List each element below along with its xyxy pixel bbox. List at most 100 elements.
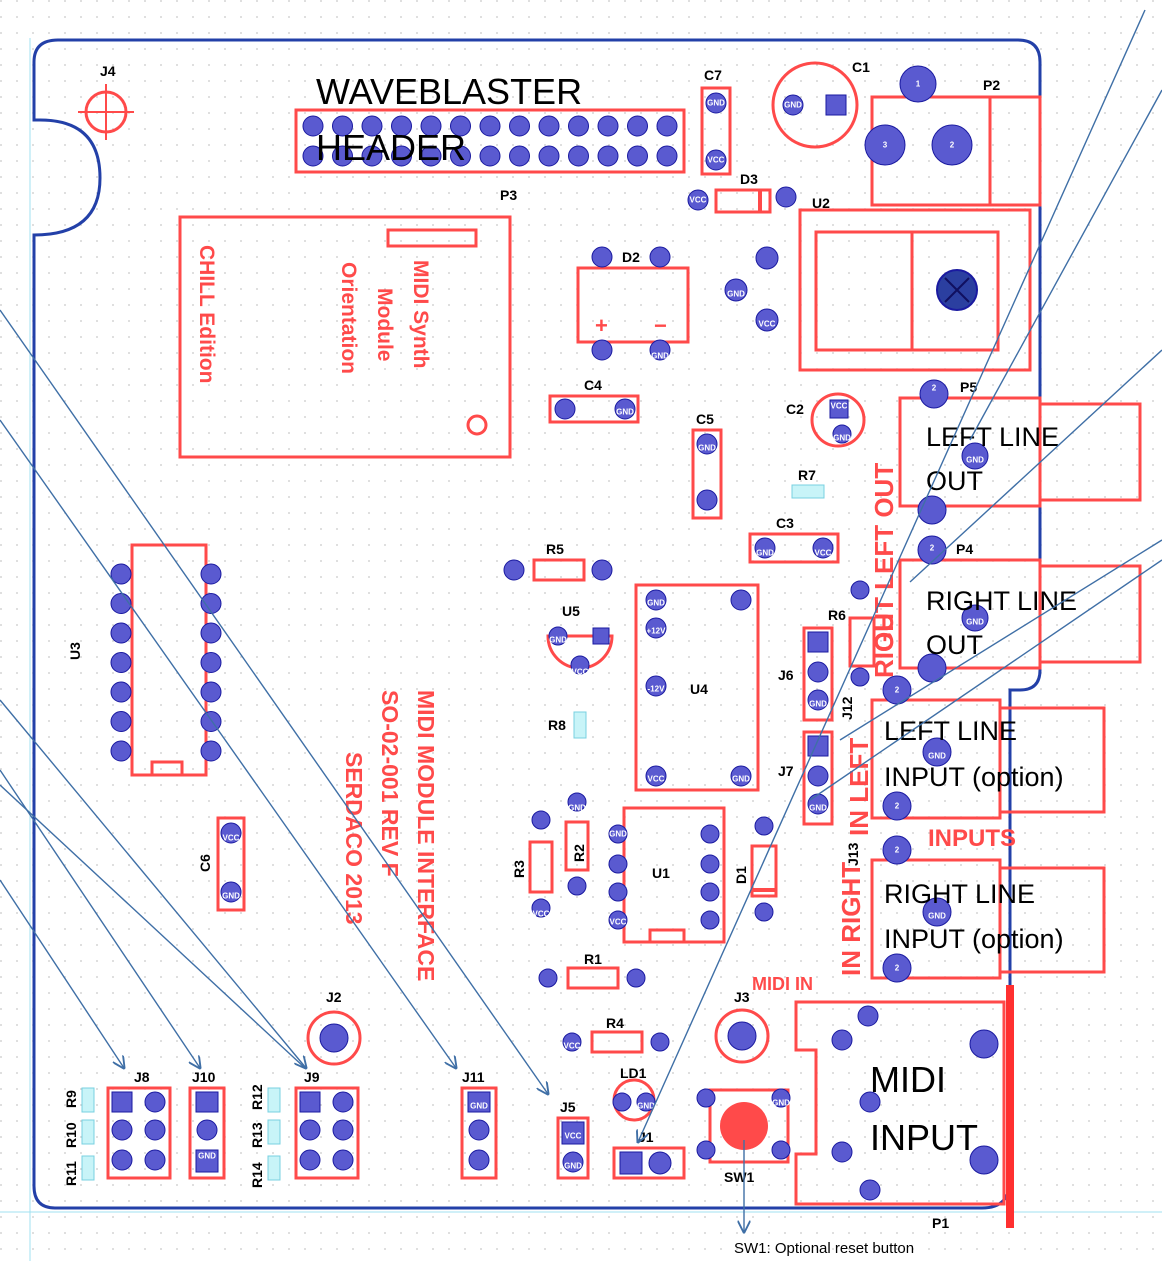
caption-midi-input: INPUT (870, 1117, 978, 1158)
silk-title-3: SERDACO 2013 (341, 752, 367, 925)
header-pad (361, 145, 383, 167)
silk-orientation-1: MIDI Synth (409, 260, 432, 369)
ref-j7: J7 (778, 763, 794, 779)
header-pad (479, 115, 501, 137)
jack-p5: 2 GND P5 (898, 379, 1142, 525)
ref-j10: J10 (192, 1069, 216, 1085)
ref-r2: R2 (571, 844, 587, 862)
ref-j12: J12 (839, 696, 855, 720)
svg-text:GND: GND (198, 1152, 216, 1161)
ref-r1: R1 (584, 951, 602, 967)
header-pad (509, 115, 530, 137)
ref-j8: J8 (134, 1069, 150, 1085)
bridge-d2: GND + − D2 (576, 246, 690, 361)
svg-text:GND: GND (732, 775, 750, 784)
diode-d3: VCC D3 (687, 171, 797, 214)
header-pad (479, 145, 501, 167)
svg-text:VCC: VCC (708, 156, 725, 165)
ref-p1: P1 (932, 1215, 949, 1231)
ref-p2: P2 (983, 77, 1000, 93)
mounting-hole-j2: J2 (306, 989, 362, 1066)
ic-pad (200, 681, 222, 703)
jack-right-input: 2 GND 2 (870, 835, 1106, 983)
svg-text:GND: GND (772, 1099, 790, 1108)
ref-d3: D3 (740, 171, 758, 187)
header-pad (538, 115, 560, 137)
svg-text:R14: R14 (249, 1162, 265, 1188)
header-pad (656, 145, 678, 167)
resistor-r6: R6 (828, 580, 876, 687)
caption-right-line-input-2: INPUT (option) (884, 924, 1064, 954)
header-pad (420, 115, 442, 137)
svg-text:GND: GND (833, 434, 851, 443)
svg-text:2: 2 (950, 141, 955, 150)
caption-right-line-out-1: RIGHT LINE (926, 586, 1077, 616)
svg-text:VCC: VCC (564, 1042, 581, 1051)
header-pad (568, 115, 589, 137)
ref-r3: R3 (511, 860, 527, 878)
resistors-r9-r11: R9 R10 R11 (63, 1087, 95, 1186)
ic-pad (110, 740, 132, 762)
svg-text:2: 2 (895, 846, 900, 855)
ic-pad (110, 593, 132, 614)
svg-text:R12: R12 (249, 1084, 265, 1110)
header-pad (450, 145, 471, 167)
ref-r8: R8 (548, 717, 566, 733)
svg-text:+12V: +12V (647, 627, 667, 636)
resistor-r5: R5 (503, 541, 613, 582)
caption-left-line-input-2: INPUT (option) (884, 762, 1064, 792)
ref-j11: J11 (462, 1069, 485, 1085)
svg-text:VCC: VCC (759, 320, 776, 329)
svg-text:+: + (595, 313, 608, 338)
silk-midi-in: MIDI IN (752, 974, 813, 994)
ref-c2: C2 (786, 401, 804, 417)
ref-u1: U1 (652, 865, 670, 881)
svg-text:1: 1 (916, 80, 921, 89)
capacitor-c5: GND C5 (691, 411, 723, 520)
svg-text:VCC: VCC (572, 668, 589, 677)
ref-d1: D1 (733, 866, 749, 884)
capacitor-c7: GND VCC C7 (700, 67, 732, 176)
ref-ld1: LD1 (620, 1065, 647, 1081)
ic-pad (200, 711, 222, 732)
svg-text:R13: R13 (249, 1122, 265, 1148)
ref-u2: U2 (812, 195, 830, 211)
svg-text:VCC: VCC (815, 549, 832, 558)
ic-pad (200, 740, 222, 762)
ic-u3: U3 (67, 543, 222, 777)
jack-p4: 2 GND P4 (898, 535, 1142, 683)
header-pad (597, 115, 619, 137)
ic-pad (110, 563, 132, 585)
svg-text:VCC: VCC (533, 910, 550, 919)
caption-waveblaster: WAVEBLASTER (316, 71, 582, 112)
svg-text:R9: R9 (63, 1090, 79, 1108)
board-outline (32, 38, 1042, 1210)
ref-r6: R6 (828, 607, 846, 623)
svg-text:VCC: VCC (831, 402, 848, 411)
ref-c1: C1 (852, 59, 870, 75)
silk-in-right: IN RIGHT (836, 862, 866, 976)
caption-sw1-reset: SW1: Optional reset button (734, 1240, 914, 1257)
diode-d1: D1 (733, 816, 778, 922)
silk-title-1: MIDI MODULE INTERFACE (413, 690, 439, 981)
ref-p4: P4 (956, 541, 973, 557)
header-pad (568, 145, 589, 167)
svg-text:GND: GND (928, 752, 946, 761)
jumper-j7: GND J7 (778, 730, 834, 826)
ref-j13: J13 (845, 842, 861, 866)
header-pad (627, 145, 648, 167)
header-j5: VCC GND J5 (556, 1099, 590, 1180)
caption-left-line-out-2: OUT (926, 466, 983, 496)
header-pad (332, 145, 353, 167)
jack-left-input: 2 GND 2 (870, 675, 1106, 821)
module-orientation-outline: CHILL Edition MIDI Synth Module Orientat… (178, 215, 512, 459)
caption-right-line-input-1: RIGHT LINE (884, 879, 1035, 909)
ic-pad (110, 652, 132, 673)
ref-u4: U4 (690, 681, 708, 697)
resistor-r3: VCC R3 (511, 810, 554, 919)
svg-text:GND: GND (609, 830, 627, 839)
svg-text:2: 2 (932, 384, 937, 393)
ref-d2: D2 (622, 249, 640, 265)
ref-j3: J3 (734, 989, 750, 1005)
capacitor-c1: GND C1 (771, 59, 870, 149)
